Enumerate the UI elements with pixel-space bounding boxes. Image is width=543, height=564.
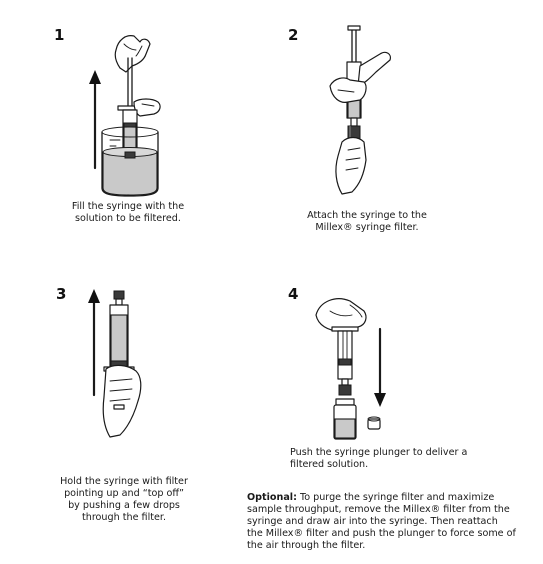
optional-note-line-1: Optional: To purge the syringe filter an… [247, 492, 537, 504]
step-3-caption-line-4: through the filter. [81, 512, 167, 523]
step-3-caption-line-3: by pushing a few drops [68, 500, 180, 511]
optional-note-text-1: To purge the syringe filter and maximize [296, 492, 495, 503]
optional-note-line-3: syringe and draw air into the syringe. T… [247, 516, 498, 527]
optional-note: Optional: To purge the syringe filter an… [247, 492, 537, 552]
optional-note-line-2: sample throughput, remove the Millex® fi… [247, 504, 510, 515]
step-3-illustration [88, 289, 142, 438]
step-1-caption: Fill the syringe with the solution to be… [58, 201, 198, 225]
step-3-caption-line-1: Hold the syringe with filter [60, 476, 188, 487]
optional-note-line-4: the Millex® filter and push the plunger … [247, 528, 516, 539]
step-1-illustration [89, 35, 161, 197]
step-2-caption: Attach the syringe to the Millex® syring… [292, 210, 442, 234]
up-arrow-icon [88, 289, 100, 397]
step-1-caption-line-1: Fill the syringe with the [71, 201, 185, 212]
optional-label: Optional: [247, 492, 297, 503]
step-3-caption-line-2: pointing up and “top off” [64, 488, 184, 499]
step-4-number: 4 [288, 285, 299, 303]
down-arrow-icon [374, 327, 386, 407]
step-3-caption: Hold the syringe with filter pointing up… [44, 476, 204, 524]
step-2-illustration [329, 25, 391, 195]
step-4-caption-line-1: Push the syringe plunger to deliver a [290, 447, 468, 458]
step-4-illustration [315, 298, 386, 440]
step-3-number: 3 [56, 285, 67, 303]
up-arrow-icon [89, 70, 101, 170]
step-2-caption-line-1: Attach the syringe to the [307, 210, 427, 221]
step-4-caption: Push the syringe plunger to deliver a fi… [290, 447, 510, 471]
step-2-caption-line-2: Millex® syringe filter. [315, 222, 419, 233]
step-4-caption-line-2: filtered solution. [290, 459, 369, 470]
step-1-caption-line-2: solution to be filtered. [75, 213, 181, 224]
optional-note-line-5: the air through the filter. [247, 540, 366, 551]
step-2-number: 2 [288, 26, 299, 44]
step-1-number: 1 [54, 26, 65, 44]
